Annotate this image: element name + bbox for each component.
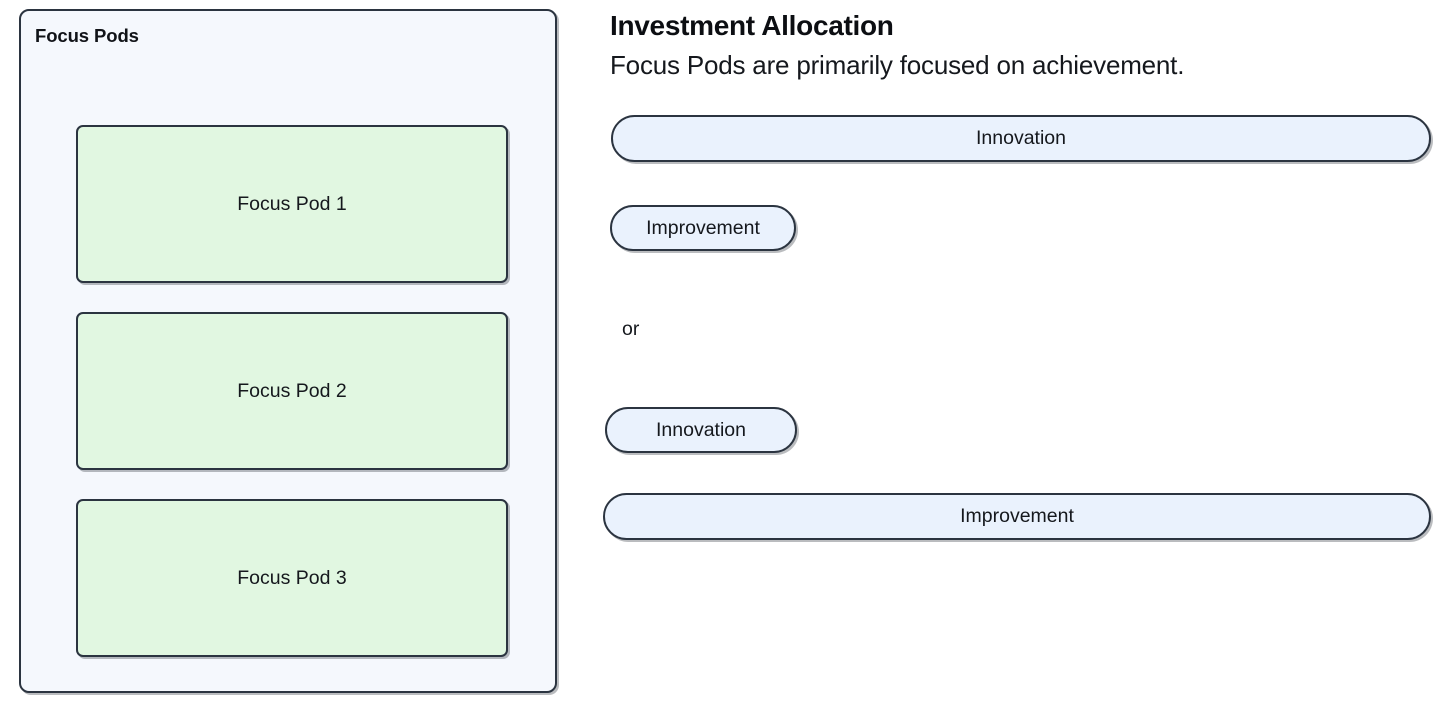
- focus-pods-panel-title: Focus Pods: [35, 25, 139, 46]
- page-title: Investment Allocation: [610, 10, 894, 41]
- focus-pod-1[interactable]: Focus Pod 1: [76, 125, 508, 283]
- focus-pod-2-label: Focus Pod 2: [237, 379, 347, 402]
- page-subtitle: Focus Pods are primarily focused on achi…: [610, 50, 1185, 80]
- focus-pod-3[interactable]: Focus Pod 3: [76, 499, 508, 657]
- focus-pods-list: Focus Pod 1 Focus Pod 2 Focus Pod 3: [76, 125, 508, 657]
- option-innovation-primary[interactable]: Innovation: [611, 115, 1431, 162]
- focus-pod-2[interactable]: Focus Pod 2: [76, 312, 508, 470]
- investment-allocation-panel: Investment Allocation Focus Pods are pri…: [603, 0, 1456, 717]
- focus-pod-3-label: Focus Pod 3: [237, 566, 347, 589]
- option-improvement-primary[interactable]: Improvement: [603, 493, 1431, 540]
- option-innovation-primary-label: Innovation: [976, 127, 1066, 149]
- option-improvement-secondary[interactable]: Improvement: [610, 205, 796, 251]
- option-innovation-secondary[interactable]: Innovation: [605, 407, 797, 453]
- or-separator-label: or: [622, 318, 640, 340]
- focus-pods-panel: Focus Pods Focus Pod 1 Focus Pod 2 Focus…: [19, 9, 557, 693]
- option-innovation-secondary-label: Innovation: [656, 418, 746, 441]
- option-improvement-primary-label: Improvement: [960, 505, 1074, 527]
- focus-pod-1-label: Focus Pod 1: [237, 192, 347, 215]
- option-improvement-secondary-label: Improvement: [646, 216, 760, 239]
